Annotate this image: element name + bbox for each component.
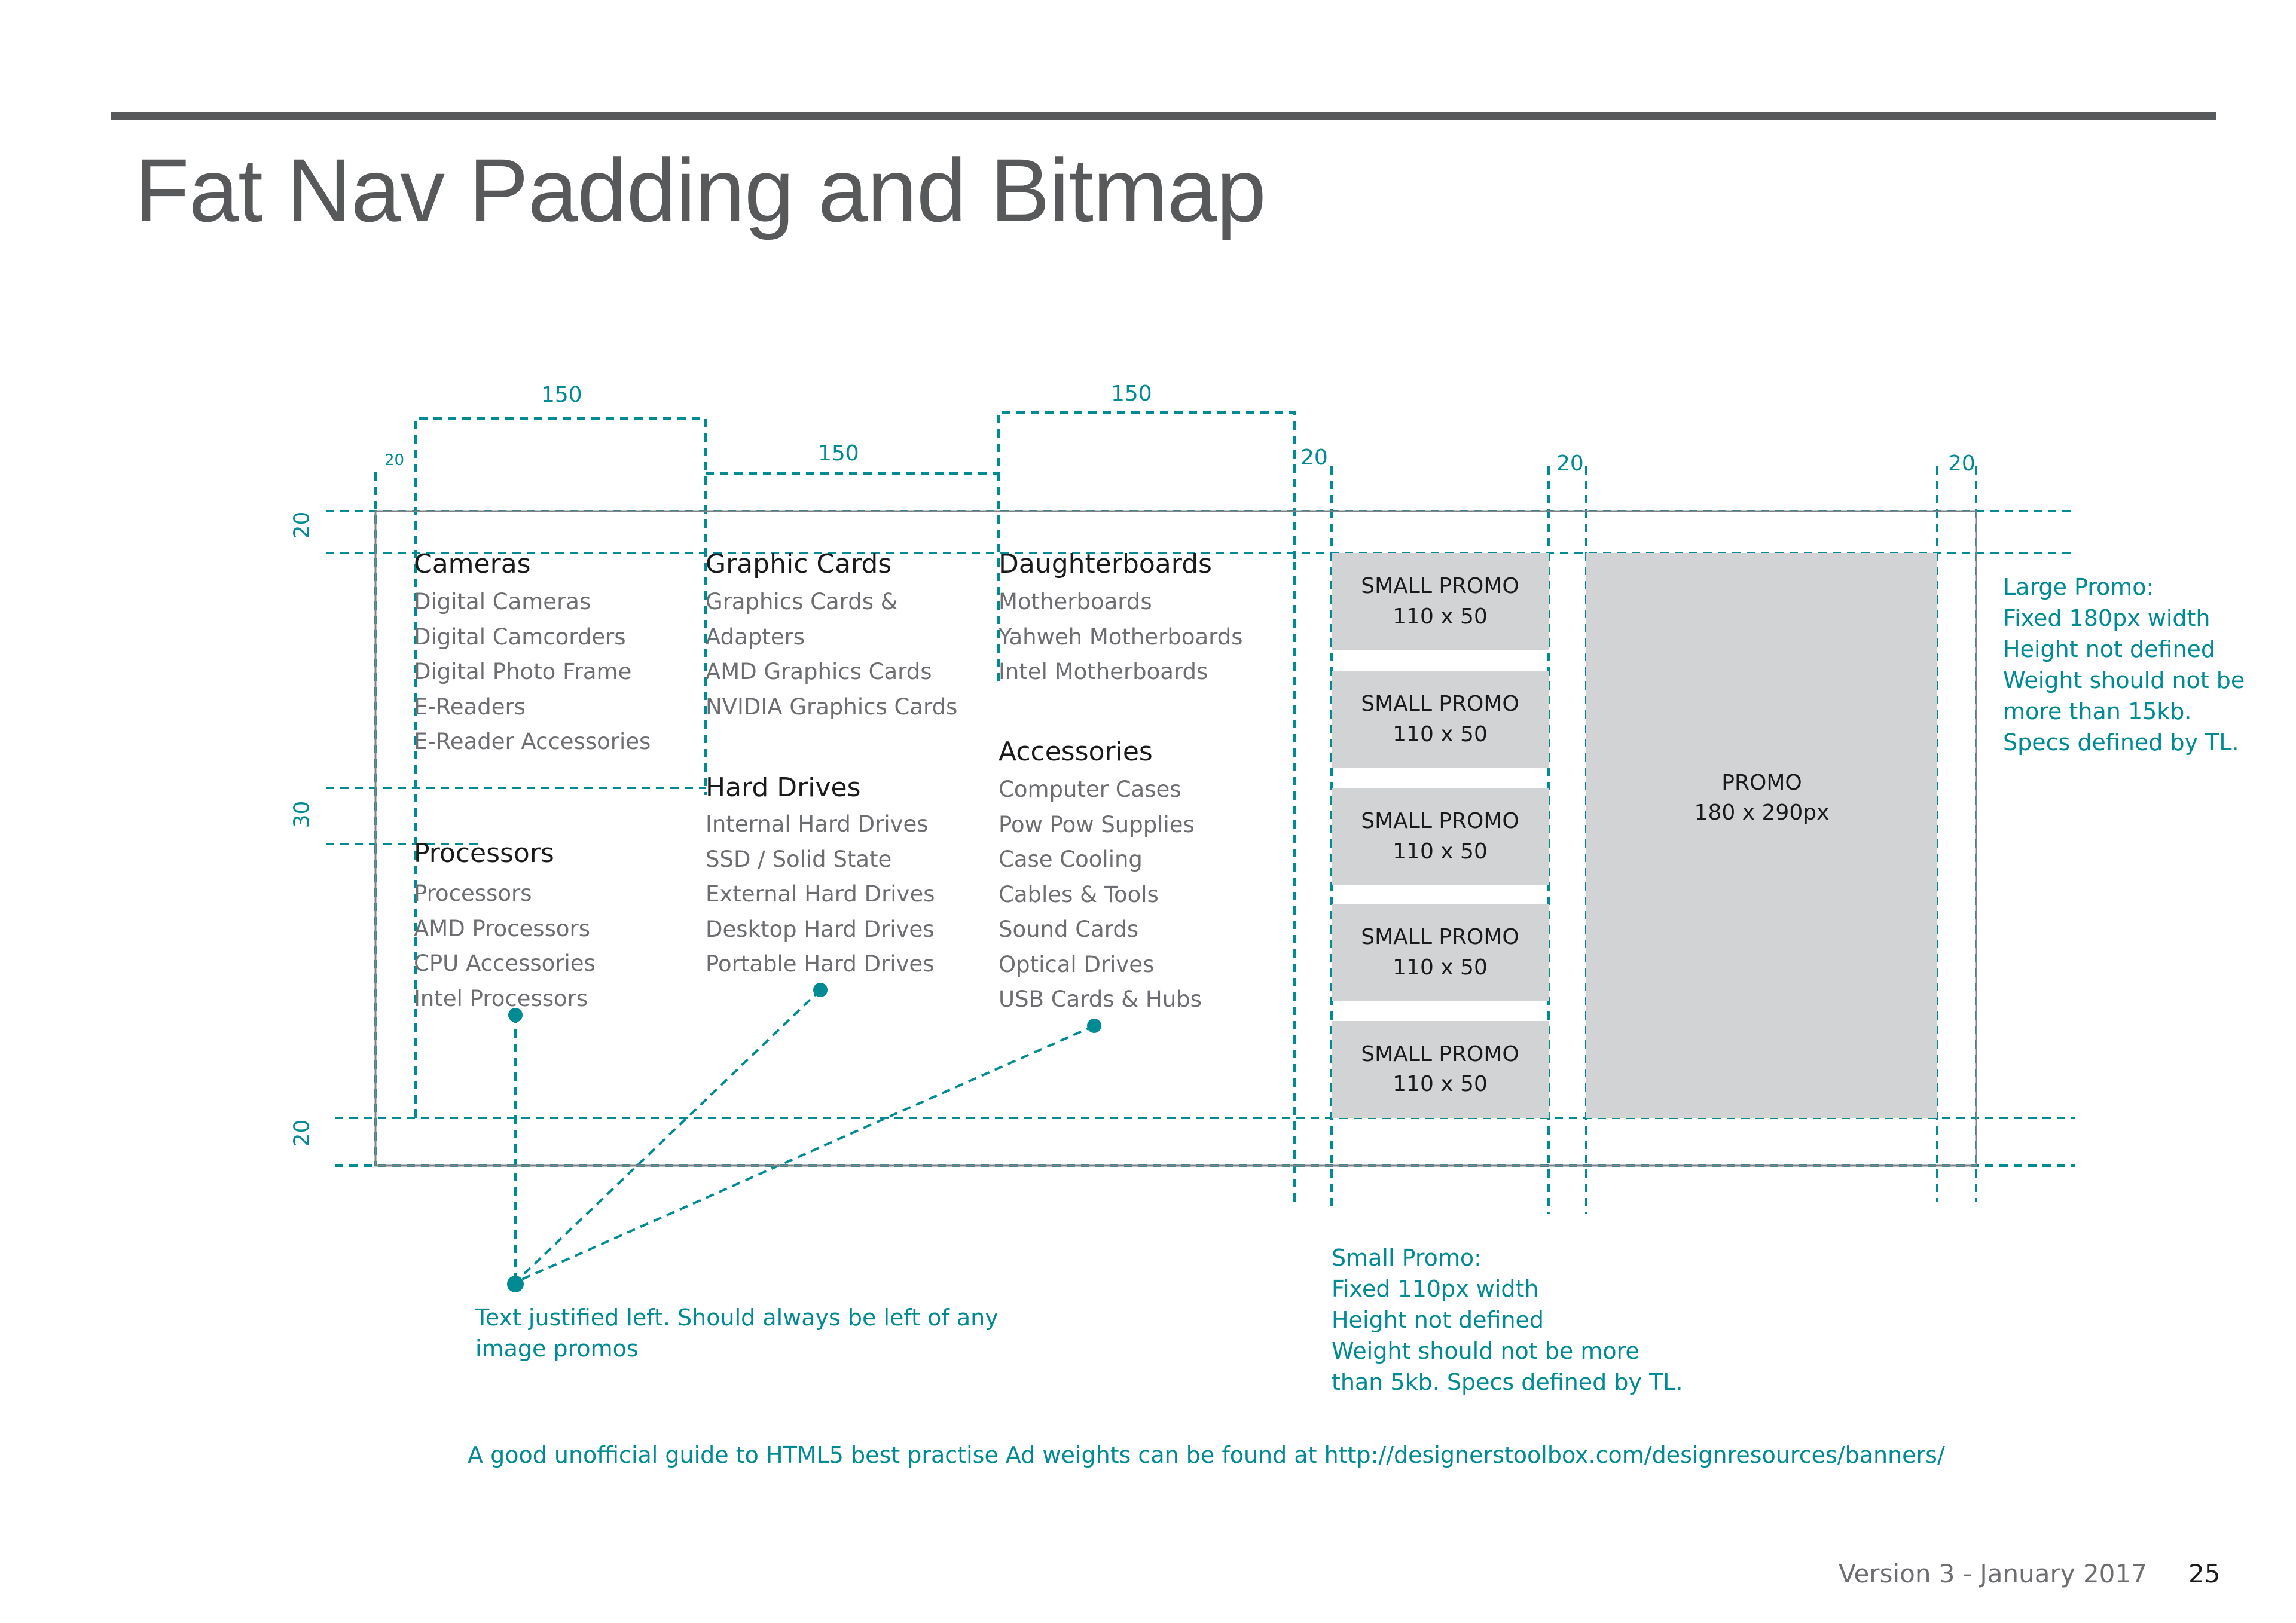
nav-link[interactable]: Yahweh Motherboards [999,623,1243,650]
nav-link[interactable]: Digital Camcorders [414,623,626,650]
footer-version: Version 3 - January 2017 [1839,1559,2147,1588]
nav-link[interactable]: NVIDIA Graphics Cards [706,693,958,720]
category-title-daughterboards[interactable]: Daughterboards [999,549,1212,579]
nav-link[interactable]: E-Reader Accessories [414,729,651,754]
dim-col3-width: 150 [1111,381,1152,406]
nav-link[interactable]: Portable Hard Drives [706,951,935,977]
dim-bottom-pad: 20 [289,1119,315,1147]
large-promo[interactable]: PROMO 180 x 290px [1586,553,1937,1118]
nav-frame [374,510,1977,1167]
small-promo-note: Small Promo: Fixed 110px width Height no… [1332,1245,1683,1395]
small-promo-2[interactable]: SMALL PROMO 110 x 50 [1332,671,1549,768]
guide-link-text: A good unofficial guide to HTML5 best pr… [468,1442,1945,1468]
callout-dot-2 [813,983,828,997]
promo-size: 180 x 290px [1694,800,1830,826]
nav-link[interactable]: Case Cooling [999,846,1143,872]
small-promo-5[interactable]: SMALL PROMO 110 x 50 [1332,1021,1549,1118]
category-list-graphic-cards: Graphics Cards & Adapters AMD Graphics C… [706,585,957,725]
bracket-col1 [414,417,707,1118]
category-title-cameras[interactable]: Cameras [414,549,531,579]
category-list-cameras: Digital Cameras Digital Camcorders Digit… [414,585,651,760]
dim-pad-b: 20 [1556,451,1584,476]
nav-link[interactable]: Motherboards [999,589,1152,615]
connector-2 [514,989,822,1283]
callout-anchor-dot [507,1276,524,1292]
promo-size: 110 x 50 [1393,839,1488,864]
page-number: 25 [2188,1559,2221,1588]
callout-dot-3 [1087,1019,1101,1033]
category-title-accessories[interactable]: Accessories [999,736,1153,767]
promo-label: SMALL PROMO [1361,692,1519,717]
nav-link[interactable]: USB Cards & Hubs [999,986,1202,1012]
connector-3 [515,1025,1095,1283]
promo-label: SMALL PROMO [1361,925,1519,950]
nav-link[interactable]: Intel Motherboards [999,659,1208,684]
nav-link[interactable]: E-Readers [414,693,526,720]
small-promo-1[interactable]: SMALL PROMO 110 x 50 [1332,553,1549,650]
dim-left-pad: 20 [384,451,405,469]
nav-link[interactable]: External Hard Drives [706,881,935,907]
nav-link[interactable]: Digital Cameras [414,589,591,615]
dim-top-pad: 20 [289,511,315,539]
bracket-col3 [997,411,1296,681]
large-promo-note: Large Promo: Fixed 180px width Height no… [2003,574,2245,756]
category-list-processors: Processors AMD Processors CPU Accessorie… [414,876,596,1016]
page-title: Fat Nav Padding and Bitmap [135,140,1266,240]
small-promo-3[interactable]: SMALL PROMO 110 x 50 [1332,788,1549,885]
text-justified-note: Text justified left. Should always be le… [475,1304,999,1362]
small-promo-4[interactable]: SMALL PROMO 110 x 50 [1332,904,1549,1001]
promo-size: 110 x 50 [1393,604,1488,629]
nav-link[interactable]: Processors [414,881,532,906]
promo-label: PROMO [1721,771,1802,795]
nav-link[interactable]: SSD / Solid State [706,846,892,872]
nav-link[interactable]: AMD Processors [414,915,590,942]
nav-link[interactable]: CPU Accessories [414,950,596,976]
nav-link[interactable]: Internal Hard Drives [706,811,929,837]
promo-size: 110 x 50 [1393,955,1488,980]
top-rule [111,112,2216,120]
nav-link[interactable]: Digital Photo Frame [414,659,632,684]
nav-link[interactable]: Adapters [706,623,805,650]
nav-link[interactable]: AMD Graphics Cards [706,659,932,684]
nav-link[interactable]: Desktop Hard Drives [706,916,935,942]
nav-link[interactable]: Cables & Tools [999,881,1159,907]
dim-pad-c: 20 [1948,451,1976,476]
nav-link[interactable]: Optical Drives [999,951,1155,977]
dim-col1-width: 150 [541,383,582,407]
category-list-accessories: Computer Cases Pow Pow Supplies Case Coo… [999,772,1202,1017]
nav-link[interactable]: Sound Cards [999,916,1139,942]
dim-pad-a: 20 [1300,445,1328,470]
category-title-graphic-cards[interactable]: Graphic Cards [706,549,892,579]
category-title-processors[interactable]: Processors [414,838,554,869]
promo-size: 110 x 50 [1393,1072,1488,1096]
nav-link[interactable]: Computer Cases [999,777,1181,802]
nav-link[interactable]: Intel Processors [414,985,588,1011]
promo-label: SMALL PROMO [1361,1041,1519,1066]
promo-label: SMALL PROMO [1361,809,1519,834]
dim-col2-width: 150 [818,441,859,466]
callout-dot-1 [508,1008,523,1022]
promo-label: SMALL PROMO [1361,574,1519,599]
promo-size: 110 x 50 [1393,722,1488,747]
dim-group-gap: 30 [289,800,315,829]
category-list-daughterboards: Motherboards Yahweh Motherboards Intel M… [999,585,1242,690]
nav-link[interactable]: Pow Pow Supplies [999,811,1195,838]
category-title-hard-drives[interactable]: Hard Drives [706,772,861,803]
nav-link[interactable]: Graphics Cards & [706,589,898,615]
category-list-hard-drives: Internal Hard Drives SSD / Solid State E… [706,807,935,982]
